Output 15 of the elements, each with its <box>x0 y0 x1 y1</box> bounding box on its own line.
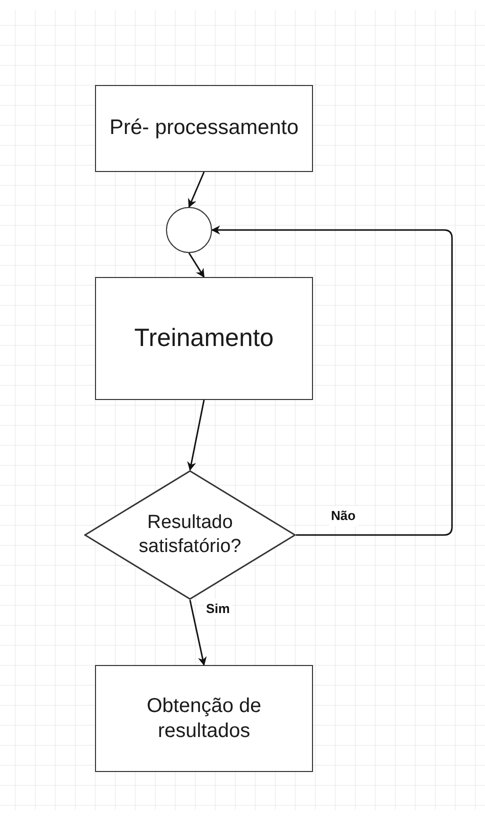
node-label: Treinamento <box>134 322 274 354</box>
decision-diamond <box>84 470 296 600</box>
edge-label: Sim <box>204 599 232 618</box>
arrow <box>188 252 205 278</box>
arrow <box>211 226 453 536</box>
node-label: Resultado satisfatório? <box>138 511 242 559</box>
edge-label: Não <box>329 506 358 526</box>
arrow <box>189 600 207 666</box>
process-box <box>95 277 313 400</box>
arrow <box>188 172 205 208</box>
process-box <box>95 665 313 772</box>
node-label: Obtenção de resultados <box>146 694 262 744</box>
node-label: Pré- processamento <box>109 115 299 142</box>
arrow <box>187 400 205 471</box>
process-box <box>95 85 313 172</box>
